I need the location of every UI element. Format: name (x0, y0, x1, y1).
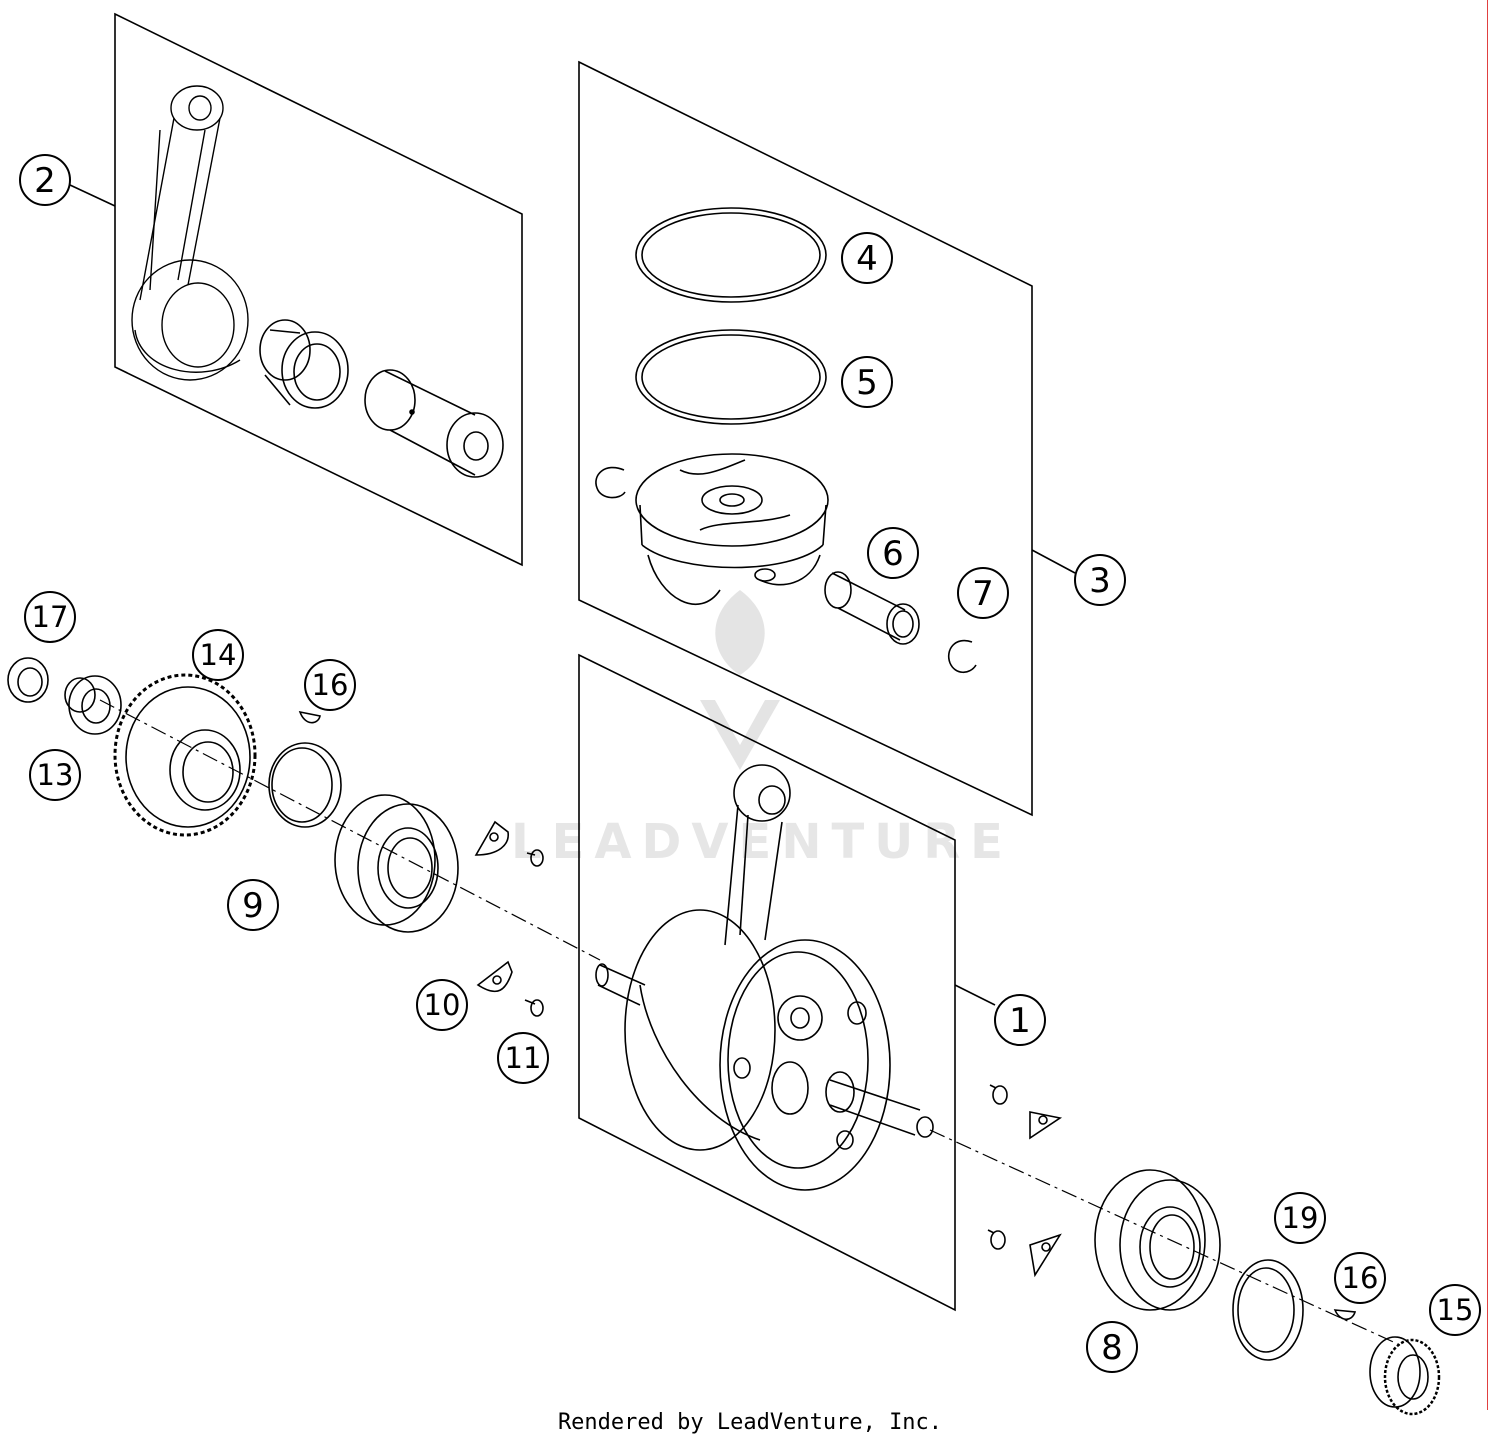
piston-kit-panel (578, 60, 1076, 817)
callout-1: 1 (994, 994, 1046, 1046)
svg-text:16: 16 (1342, 1261, 1379, 1295)
svg-text:5: 5 (856, 363, 878, 403)
shaft-seal-9 (268, 742, 342, 828)
screw-right-lower (987, 1229, 1006, 1250)
svg-text:11: 11 (505, 1041, 542, 1075)
callout-4: 4 (841, 232, 893, 284)
piston-pin-circlip-right (948, 639, 977, 674)
leader-line-2 (69, 184, 116, 207)
rod-piston-pin (364, 369, 504, 478)
panel-outline (578, 653, 956, 1312)
screw-right-upper (989, 1084, 1008, 1105)
callout-19: 19 (1274, 1192, 1326, 1244)
svg-text:10: 10 (424, 988, 461, 1022)
page-edge-line (1487, 0, 1488, 1410)
svg-text:15: 15 (1437, 1293, 1474, 1327)
leader-line-1 (954, 984, 996, 1006)
callout-17: 17 (24, 591, 76, 643)
watermark: LEADVENTURE (511, 590, 1013, 870)
render-credit: Rendered by LeadVenture, Inc. (557, 1410, 943, 1435)
crankshaft-panel (578, 653, 996, 1312)
watermark-text: LEADVENTURE (511, 814, 1013, 870)
rod-bearing-bushing (259, 319, 349, 409)
callout-2: 2 (19, 154, 71, 206)
panel-outline (578, 60, 1033, 817)
svg-text:2: 2 (34, 161, 56, 201)
callout-16-left: 16 (304, 659, 356, 711)
screw-upper (526, 849, 544, 867)
piston (635, 453, 829, 606)
woodruff-key-16-right (1333, 1309, 1357, 1321)
main-bearing-left (334, 794, 459, 933)
crankshaft (595, 764, 934, 1191)
piston-ring-top (635, 207, 827, 303)
retaining-plate-upper (474, 820, 509, 856)
gear-15 (1369, 1336, 1441, 1416)
retaining-plate-right-upper (1029, 1111, 1063, 1140)
main-bearing-8 (1094, 1169, 1221, 1311)
panel-outline (114, 12, 523, 567)
svg-text:4: 4 (856, 239, 878, 279)
spacer-13 (64, 675, 122, 735)
callout-8: 8 (1086, 1321, 1138, 1373)
connecting-rod (131, 85, 249, 381)
callout-13: 13 (29, 749, 81, 801)
callout-16-right: 16 (1334, 1252, 1386, 1304)
leader-line-3 (1031, 549, 1076, 574)
piston-pin-circlip-left (595, 466, 626, 499)
svg-text:16: 16 (312, 668, 349, 702)
svg-text:9: 9 (242, 886, 264, 926)
callout-7: 7 (957, 567, 1009, 619)
piston-ring-second (635, 329, 827, 425)
callout-9: 9 (227, 879, 279, 931)
piston-pin (824, 571, 920, 645)
callout-14: 14 (192, 629, 244, 681)
svg-text:1: 1 (1009, 1001, 1031, 1041)
primary-gear-14 (113, 673, 257, 837)
callout-10: 10 (416, 979, 468, 1031)
callout-6: 6 (867, 527, 919, 579)
svg-text:17: 17 (32, 600, 69, 634)
retaining-plate-right-lower (1029, 1233, 1062, 1278)
callout-3: 3 (1074, 554, 1126, 606)
callout-5: 5 (841, 356, 893, 408)
svg-text:6: 6 (882, 534, 904, 574)
woodruff-key-16-left (298, 710, 321, 724)
svg-text:3: 3 (1089, 561, 1111, 601)
svg-text:8: 8 (1101, 1328, 1123, 1368)
svg-text:7: 7 (972, 574, 994, 614)
callout-15: 15 (1429, 1284, 1481, 1336)
crank-axis-centerline (99, 699, 1401, 1346)
shaft-seal-19 (1232, 1259, 1304, 1361)
callout-11: 11 (497, 1032, 549, 1084)
seal-ring-17 (7, 657, 49, 703)
retaining-plate-10 (476, 960, 513, 993)
svg-text:13: 13 (37, 758, 74, 792)
connecting-rod-kit-panel (69, 12, 523, 567)
screw-11 (524, 999, 544, 1017)
svg-text:14: 14 (200, 638, 237, 672)
svg-text:19: 19 (1282, 1201, 1319, 1235)
